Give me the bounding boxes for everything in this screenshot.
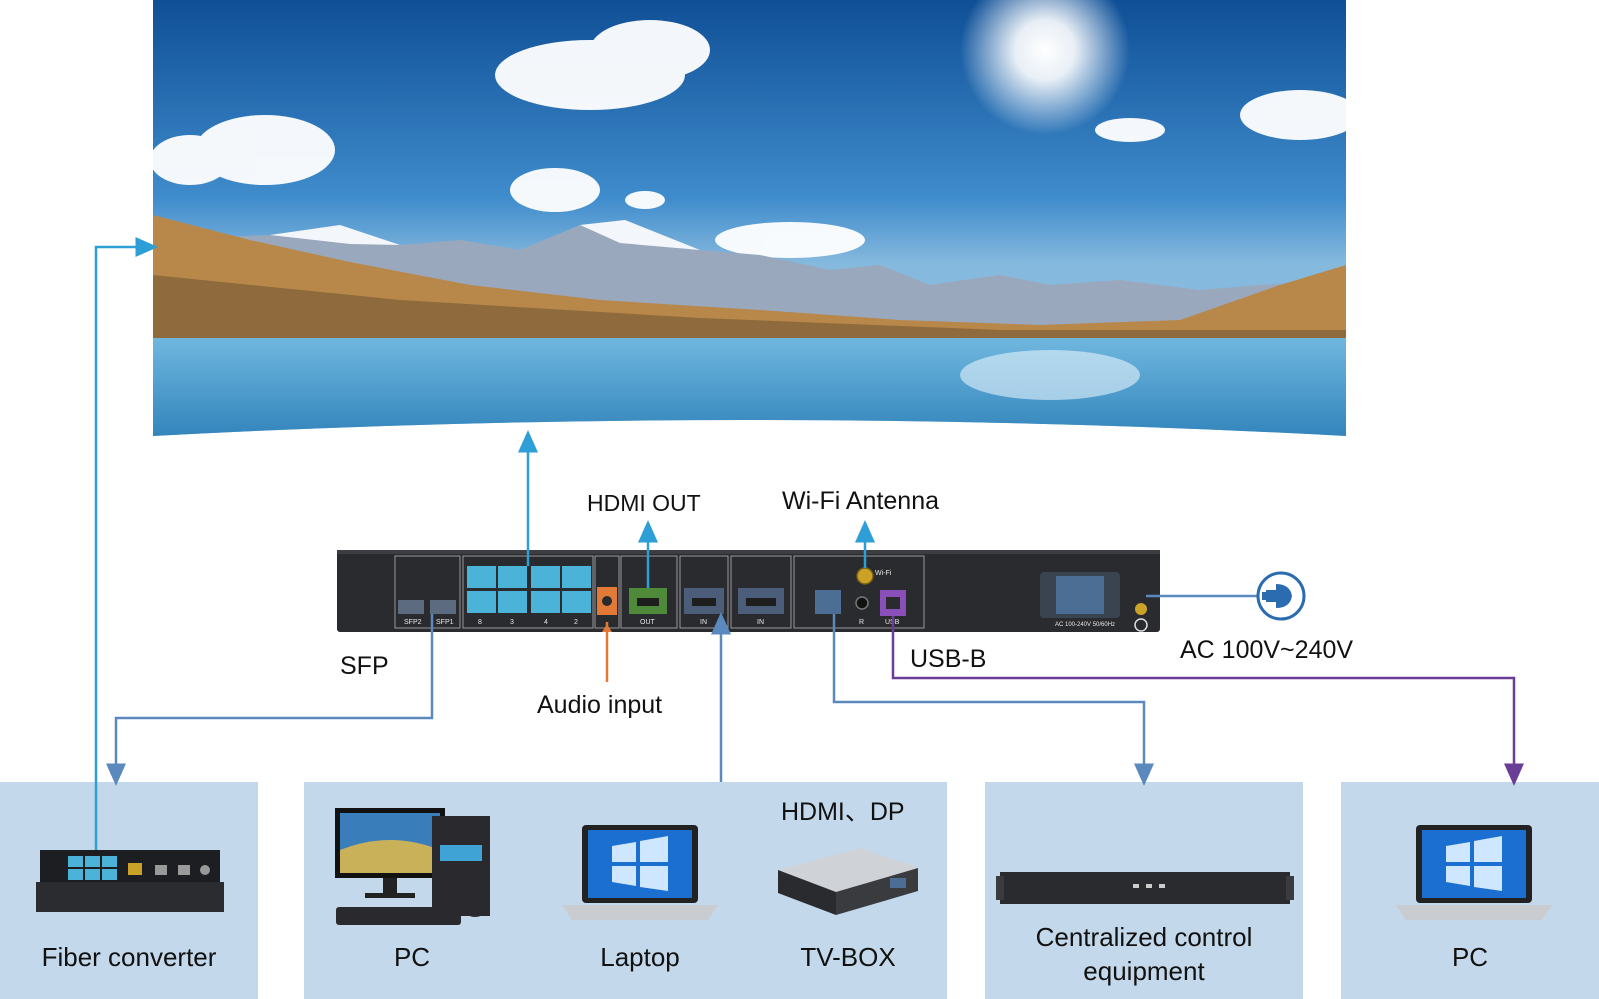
controller-panel: [337, 550, 1160, 632]
port-label: Wi-Fi: [875, 570, 892, 577]
port-label: SFP2: [404, 619, 422, 626]
sfp1-port: [430, 600, 456, 614]
hdmi-dp-label: HDMI、DP: [781, 798, 905, 826]
network-ports: [467, 566, 591, 613]
link-ctrl-to-equipment: [832, 614, 1154, 786]
sfp2-port: [398, 600, 424, 614]
pc-right-label: PC: [1451, 942, 1489, 972]
link-usb-to-pc: [891, 616, 1524, 786]
wifi-connector-icon: [856, 567, 874, 585]
tv-box-device: [778, 848, 918, 915]
laptop-label: Laptop: [600, 942, 680, 972]
port-label: 2: [574, 619, 578, 626]
ir-port: [855, 596, 869, 610]
control-equipment-label-line1: Centralized control: [1035, 922, 1253, 952]
link-fiber-to-screen: [94, 237, 158, 868]
laptop-right-device: [1396, 825, 1552, 920]
port-label: 4: [544, 619, 548, 626]
usb-b-label: USB-B: [910, 645, 987, 673]
control-equipment-label-line2: equipment: [1083, 956, 1205, 986]
port-label: OUT: [640, 619, 656, 626]
wifi-antenna-label: Wi-Fi Antenna: [782, 487, 940, 515]
port-label: AC 100-240V 50/60Hz: [1055, 622, 1115, 628]
laptop-device: [562, 825, 718, 920]
port-label: 3: [510, 619, 514, 626]
tv-box-label: TV-BOX: [800, 942, 896, 972]
led-screen: [153, 0, 1346, 436]
link-sfp-to-fiber: [106, 614, 434, 786]
desktop-pc-device: [335, 808, 490, 925]
port-label: IN: [757, 619, 764, 626]
rs232-port: [815, 590, 841, 614]
fiber-converter-device: [36, 850, 224, 912]
sun-icon: [960, 0, 1130, 135]
port-label: SFP1: [436, 619, 454, 626]
audio-input-label: Audio input: [537, 691, 663, 719]
clouds: [153, 20, 1346, 258]
hdmi-out-label: HDMI OUT: [587, 490, 701, 516]
ac-power-label: AC 100V~240V: [1180, 636, 1354, 664]
ground-screw-icon: [1135, 603, 1147, 615]
port-label: IN: [700, 619, 707, 626]
sfp-label: SFP: [340, 652, 389, 680]
pc-label: PC: [393, 942, 431, 972]
power-plug-icon: [1256, 571, 1306, 621]
fiber-converter-label: Fiber converter: [41, 942, 217, 972]
ground-symbol-icon: [1134, 618, 1148, 632]
port-label: 8: [478, 619, 482, 626]
control-equipment-device: [996, 872, 1294, 904]
port-label: R: [859, 619, 864, 626]
